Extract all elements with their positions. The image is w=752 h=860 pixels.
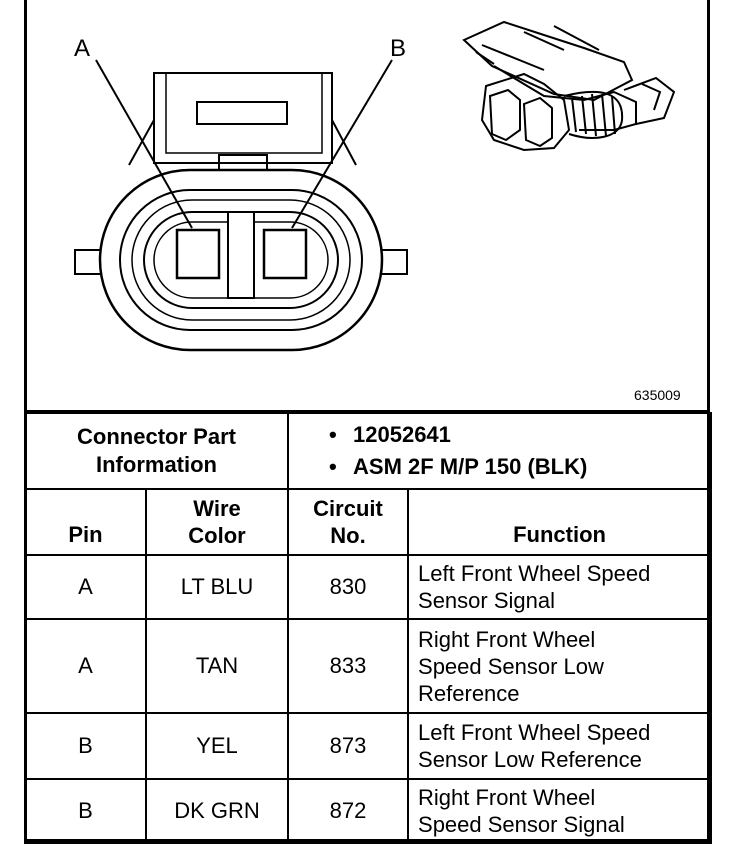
pin-b-label: B — [390, 35, 406, 62]
circuit-cell: 872 — [287, 778, 410, 844]
table-row: B DK GRN 872 Right Front Wheel Speed Sen… — [24, 778, 713, 844]
circuit-cell: 873 — [287, 712, 410, 780]
pin-cell: B — [24, 712, 147, 780]
circuit-cell: 830 — [287, 554, 410, 620]
header-row: Pin Wire Color Circuit No. Function — [24, 488, 713, 556]
part-info-row: Connector Part Information •12052641 •AS… — [23, 412, 713, 490]
connector-pinout-table: Connector Part Information •12052641 •AS… — [23, 412, 713, 844]
pin-a-leader — [95, 59, 193, 229]
pin-b-leader — [291, 59, 393, 229]
part-info-values: •12052641 •ASM 2F M/P 150 (BLK) — [287, 412, 713, 490]
function-cell: Right Front Wheel Speed Sensor Low Refer… — [407, 618, 713, 714]
header-circuit-no: Circuit No. — [287, 488, 410, 556]
pin-a-terminal — [175, 228, 221, 280]
wire-color-cell: TAN — [144, 618, 290, 714]
header-pin: Pin — [24, 488, 147, 556]
function-cell: Left Front Wheel Speed Sensor Low Refere… — [407, 712, 713, 780]
connector-diagram: A B 635009 — [24, 0, 710, 412]
table-row: A TAN 833 Right Front Wheel Speed Sensor… — [24, 618, 713, 714]
wire-color-cell: LT BLU — [144, 554, 290, 620]
table-row: A LT BLU 830 Left Front Wheel Speed Sens… — [24, 554, 713, 620]
pin-cell: A — [24, 554, 147, 620]
wire-color-cell: DK GRN — [144, 778, 290, 844]
function-cell: Left Front Wheel Speed Sensor Signal — [407, 554, 713, 620]
circuit-cell: 833 — [287, 618, 410, 714]
pin-cell: A — [24, 618, 147, 714]
part-description: •ASM 2F M/P 150 (BLK) — [329, 454, 588, 479]
table-row: B YEL 873 Left Front Wheel Speed Sensor … — [24, 712, 713, 780]
connector-face-view: A B 635009 — [24, 20, 710, 412]
pin-b-terminal — [262, 228, 308, 280]
pin-a-label: A — [74, 35, 90, 62]
function-cell: Right Front Wheel Speed Sensor Signal — [407, 778, 713, 844]
part-info-label: Connector Part Information — [23, 412, 290, 490]
pin-cell: B — [24, 778, 147, 844]
header-function: Function — [407, 488, 713, 556]
figure-number: 635009 — [634, 387, 681, 403]
header-wire-color: Wire Color — [144, 488, 290, 556]
connector-isometric-sketch — [462, 20, 676, 152]
part-number: •12052641 — [329, 422, 451, 447]
wire-color-cell: YEL — [144, 712, 290, 780]
